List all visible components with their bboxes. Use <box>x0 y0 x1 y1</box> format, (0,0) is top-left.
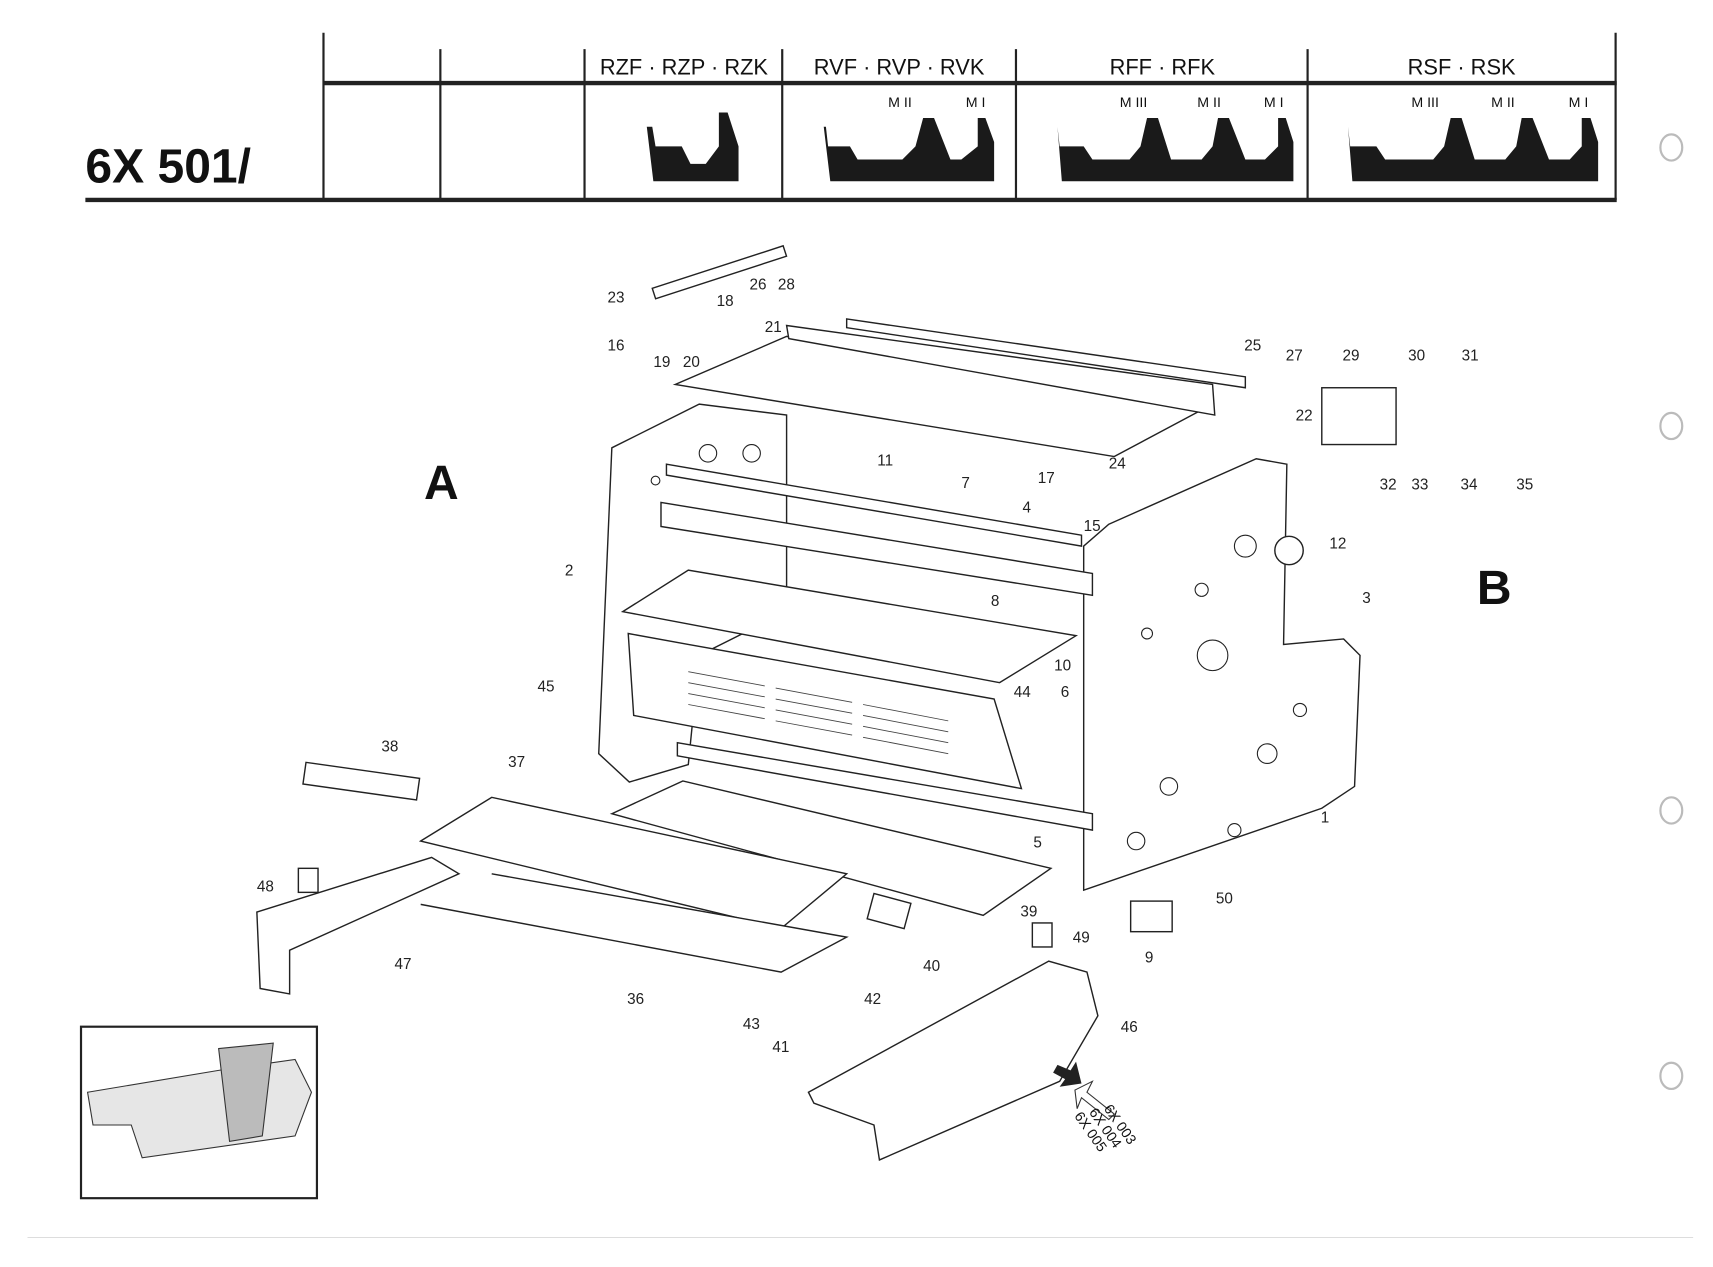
marker-label: M III <box>1120 95 1148 111</box>
front-rail <box>807 960 1099 1161</box>
part-callout-29: 29 <box>1343 347 1360 364</box>
part-callout-28: 28 <box>778 276 795 293</box>
right-side-frame <box>1082 458 1361 892</box>
part-callout-25: 25 <box>1244 338 1261 355</box>
part-callout-43: 43 <box>743 1016 760 1033</box>
marker-label: M II <box>888 95 912 111</box>
part-callout-17: 17 <box>1038 470 1055 487</box>
part-callout-12: 12 <box>1329 535 1346 552</box>
profile-silhouette-rz <box>614 112 739 182</box>
part-callout-22: 22 <box>1296 408 1313 425</box>
part-callout-19: 19 <box>653 354 670 371</box>
cross-rod <box>665 463 1083 547</box>
left-rail <box>256 856 461 995</box>
part-callout-38: 38 <box>381 738 398 755</box>
part-callout-23: 23 <box>607 290 624 307</box>
part-callout-15: 15 <box>1084 518 1101 535</box>
part-callout-44: 44 <box>1014 684 1031 701</box>
part-callout-40: 40 <box>923 958 940 975</box>
part-callout-45: 45 <box>538 678 555 695</box>
column-title: RFF · RFK <box>1110 54 1216 79</box>
marker-label: M II <box>1197 95 1221 111</box>
marker-label: M I <box>1569 95 1589 111</box>
part-callout-39: 39 <box>1020 903 1037 920</box>
part-callout-2: 2 <box>565 563 574 580</box>
direction-arrow-filled <box>1053 1061 1082 1087</box>
sliding-tray <box>418 796 849 930</box>
part-callout-9: 9 <box>1145 949 1154 966</box>
marker-label: M II <box>1491 95 1515 111</box>
part-callout-37: 37 <box>508 754 525 771</box>
part-callout-31: 31 <box>1462 347 1479 364</box>
part-callout-20: 20 <box>683 354 700 371</box>
part-callout-8: 8 <box>991 593 1000 610</box>
binder-holes <box>1659 133 1684 1091</box>
part-callout-1: 1 <box>1321 809 1329 826</box>
marker-label: M III <box>1411 95 1439 111</box>
shaft <box>302 761 421 801</box>
ventilation-grille <box>627 632 1023 790</box>
marker-label: M I <box>1264 95 1284 111</box>
column-title: RVF · RVP · RVK <box>814 54 985 79</box>
part-callout-50: 50 <box>1216 890 1233 907</box>
column-title: RZF · RZP · RZK <box>600 54 769 79</box>
marker-label: M I <box>966 95 986 111</box>
part-callout-24: 24 <box>1109 456 1126 473</box>
part-callout-35: 35 <box>1516 476 1533 493</box>
part-callout-18: 18 <box>717 293 734 310</box>
part-callout-41: 41 <box>772 1039 789 1056</box>
direction-arrow-outline <box>1074 1080 1116 1121</box>
part-callout-11: 11 <box>877 452 893 469</box>
part-callout-5: 5 <box>1033 835 1042 852</box>
part-callout-10: 10 <box>1054 658 1071 675</box>
part-callout-49: 49 <box>1073 930 1090 947</box>
part-callout-21: 21 <box>765 319 782 336</box>
part-callout-33: 33 <box>1411 476 1428 493</box>
bottom-plate <box>609 780 1053 917</box>
part-callout-34: 34 <box>1461 476 1478 493</box>
part-callout-26: 26 <box>749 276 766 293</box>
tray <box>620 569 1079 684</box>
profile-silhouette-rf <box>1026 117 1294 182</box>
cross-beam <box>660 501 1094 597</box>
side-label-b: B <box>1477 562 1512 615</box>
part-callout-32: 32 <box>1380 476 1397 493</box>
machine-exploded-view <box>256 244 1397 1161</box>
part-callout-7: 7 <box>961 475 970 492</box>
detail-inset <box>79 1025 319 1200</box>
profile-silhouette-rs <box>1317 117 1599 182</box>
part-callout-4: 4 <box>1023 499 1032 516</box>
part-callout-46: 46 <box>1121 1019 1138 1036</box>
part-callout-36: 36 <box>627 991 644 1008</box>
part-callout-16: 16 <box>607 338 624 355</box>
header-table: 6X 501/ RZF · RZP · RZK RVF · RVP · RVK … <box>85 32 1617 203</box>
part-number-title: 6X 501/ <box>85 140 251 193</box>
part-callout-3: 3 <box>1362 590 1370 607</box>
part-callout-48: 48 <box>257 878 274 895</box>
column-title: RSF · RSK <box>1408 54 1516 79</box>
part-callout-30: 30 <box>1408 347 1425 364</box>
part-callout-27: 27 <box>1286 347 1303 364</box>
profile-silhouette-rv <box>793 117 995 182</box>
model-reference-labels: 6X 003 6X 004 6X 005 <box>1071 1102 1139 1155</box>
part-callout-47: 47 <box>394 956 411 973</box>
part-callout-6: 6 <box>1061 684 1070 701</box>
part-callout-42: 42 <box>864 991 881 1008</box>
side-label-a: A <box>424 457 459 510</box>
